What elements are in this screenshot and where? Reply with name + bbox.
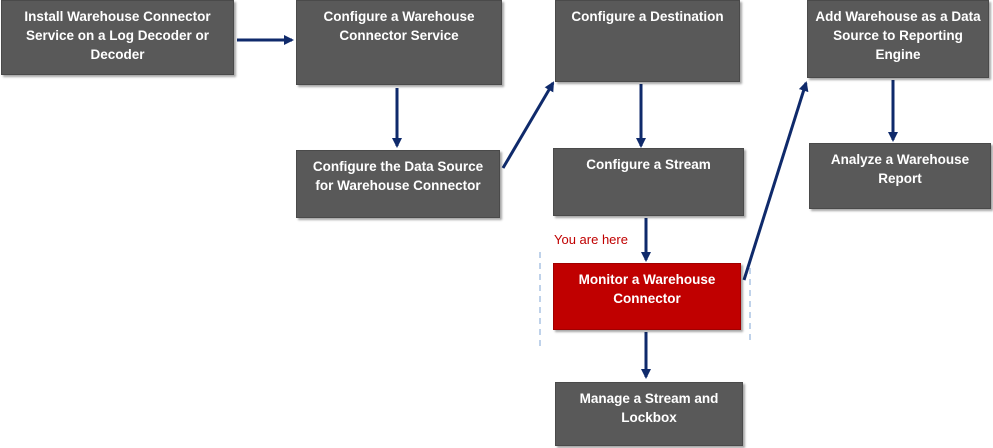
step-monitor-connector: Monitor a Warehouse Connector — [553, 263, 741, 330]
step-configure-data-source-label: Configure the Data Source for Warehouse … — [312, 159, 484, 193]
step-configure-stream-label: Configure a Stream — [586, 157, 711, 172]
step-configure-service: Configure a Warehouse Connector Service — [296, 0, 502, 85]
arrow-monitor-to-add-warehouse — [742, 81, 809, 281]
step-configure-stream: Configure a Stream — [553, 148, 744, 216]
step-manage-stream: Manage a Stream and Lockbox — [555, 382, 743, 446]
step-add-warehouse-source-label: Add Warehouse as a Data Source to Report… — [815, 9, 981, 62]
step-install-service-label: Install Warehouse Connector Service on a… — [24, 9, 211, 62]
step-monitor-connector-label: Monitor a Warehouse Connector — [578, 272, 716, 306]
step-analyze-report-label: Analyze a Warehouse Report — [830, 152, 970, 186]
step-configure-data-source: Configure the Data Source for Warehouse … — [296, 150, 500, 218]
step-manage-stream-label: Manage a Stream and Lockbox — [579, 391, 719, 425]
step-install-service: Install Warehouse Connector Service on a… — [1, 0, 234, 75]
arrow-data-source-to-destination — [501, 81, 555, 169]
step-configure-service-label: Configure a Warehouse Connector Service — [323, 9, 475, 43]
step-configure-destination: Configure a Destination — [555, 0, 740, 82]
step-add-warehouse-source: Add Warehouse as a Data Source to Report… — [807, 0, 989, 78]
you-are-here-marker: You are here — [554, 232, 628, 247]
step-analyze-report: Analyze a Warehouse Report — [809, 143, 991, 209]
step-configure-destination-label: Configure a Destination — [571, 9, 724, 24]
